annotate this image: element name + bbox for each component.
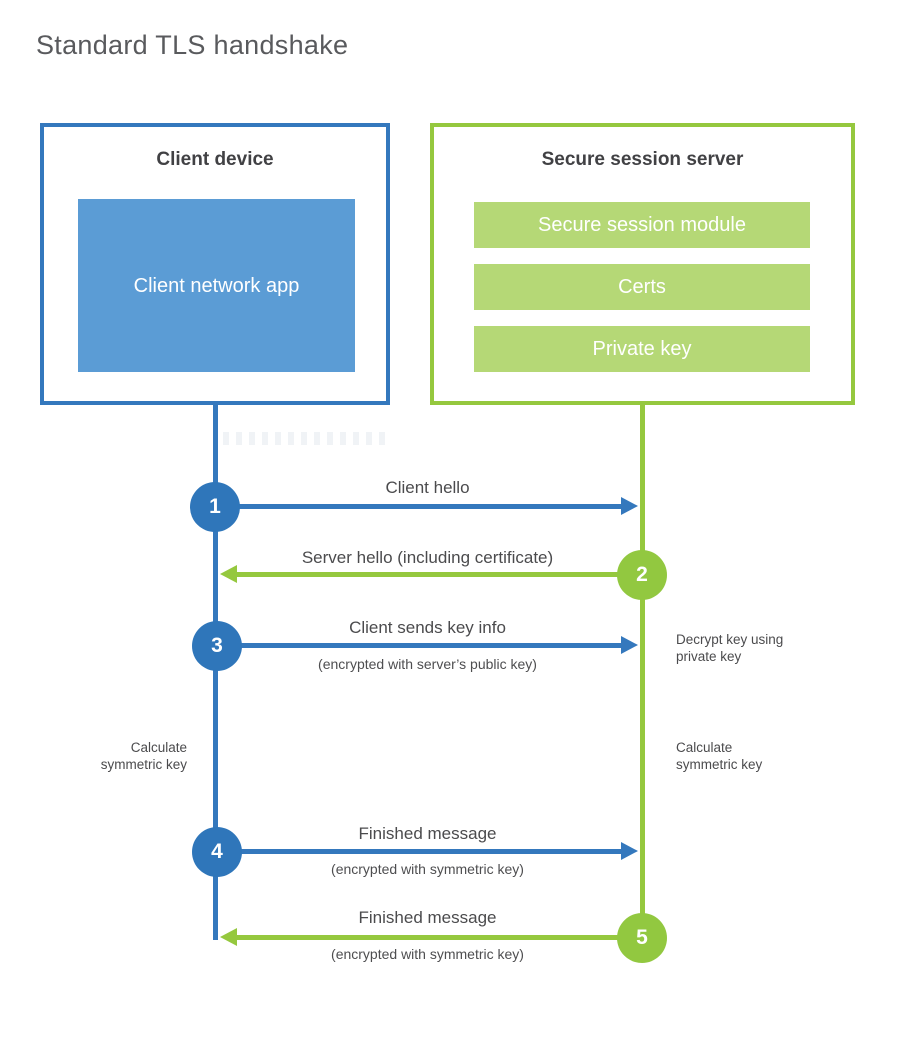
sublabel-encrypted-public-key: (encrypted with server’s public key) xyxy=(318,656,537,672)
arrow-finished-message-client xyxy=(215,842,638,860)
arrowhead-left-icon xyxy=(220,565,237,583)
arrow-server-hello xyxy=(220,565,642,583)
arrowhead-right-icon xyxy=(621,497,638,515)
label-server-hello: Server hello (including certificate) xyxy=(301,548,554,567)
note-calculate-symmetric-key-server: Calculate symmetric key xyxy=(676,740,763,772)
step-number-3: 3 xyxy=(211,634,223,657)
note-calculate-symmetric-key-client: Calculate symmetric key xyxy=(100,740,187,772)
sublabel-encrypted-symmetric-key-5: (encrypted with symmetric key) xyxy=(331,946,524,962)
server-module-certs: Certs xyxy=(474,264,810,310)
server-title: Secure session server xyxy=(541,149,744,170)
arrow-finished-message-server xyxy=(220,928,642,946)
arrowhead-left-icon xyxy=(220,928,237,946)
label-finished-message-client: Finished message xyxy=(358,824,497,843)
server-module-secure-session: Secure session module xyxy=(474,202,810,248)
step-circle-1: 1 xyxy=(190,482,240,532)
server-module-private-key: Private key xyxy=(474,326,810,372)
arrow-client-sends-key-info xyxy=(215,636,638,654)
step-number-1: 1 xyxy=(209,495,221,518)
step-circle-3: 3 xyxy=(192,621,242,671)
arrow-client-hello xyxy=(215,497,638,515)
step-number-5: 5 xyxy=(636,926,648,949)
label-client-hello: Client hello xyxy=(385,478,470,497)
arrowhead-right-icon xyxy=(621,636,638,654)
client-lifeline xyxy=(213,405,218,940)
label-client-sends-key-info: Client sends key info xyxy=(349,618,506,637)
client-device-box: Client device Client network app xyxy=(40,123,390,405)
client-device-title: Client device xyxy=(156,149,274,170)
server-lifeline xyxy=(640,405,645,938)
arrowhead-right-icon xyxy=(621,842,638,860)
step-number-4: 4 xyxy=(211,840,223,863)
secure-session-server-box: Secure session server Secure session mod… xyxy=(430,123,855,405)
step-circle-2: 2 xyxy=(617,550,667,600)
faint-dashed-artifact xyxy=(223,432,391,445)
step-number-2: 2 xyxy=(636,563,648,586)
step-circle-5: 5 xyxy=(617,913,667,963)
label-finished-message-server: Finished message xyxy=(358,908,497,927)
sublabel-encrypted-symmetric-key-4: (encrypted with symmetric key) xyxy=(331,861,524,877)
page-title: Standard TLS handshake xyxy=(36,30,349,60)
step-circle-4: 4 xyxy=(192,827,242,877)
client-network-app-block: Client network app xyxy=(78,199,355,372)
note-decrypt-key: Decrypt key using private key xyxy=(676,632,784,664)
